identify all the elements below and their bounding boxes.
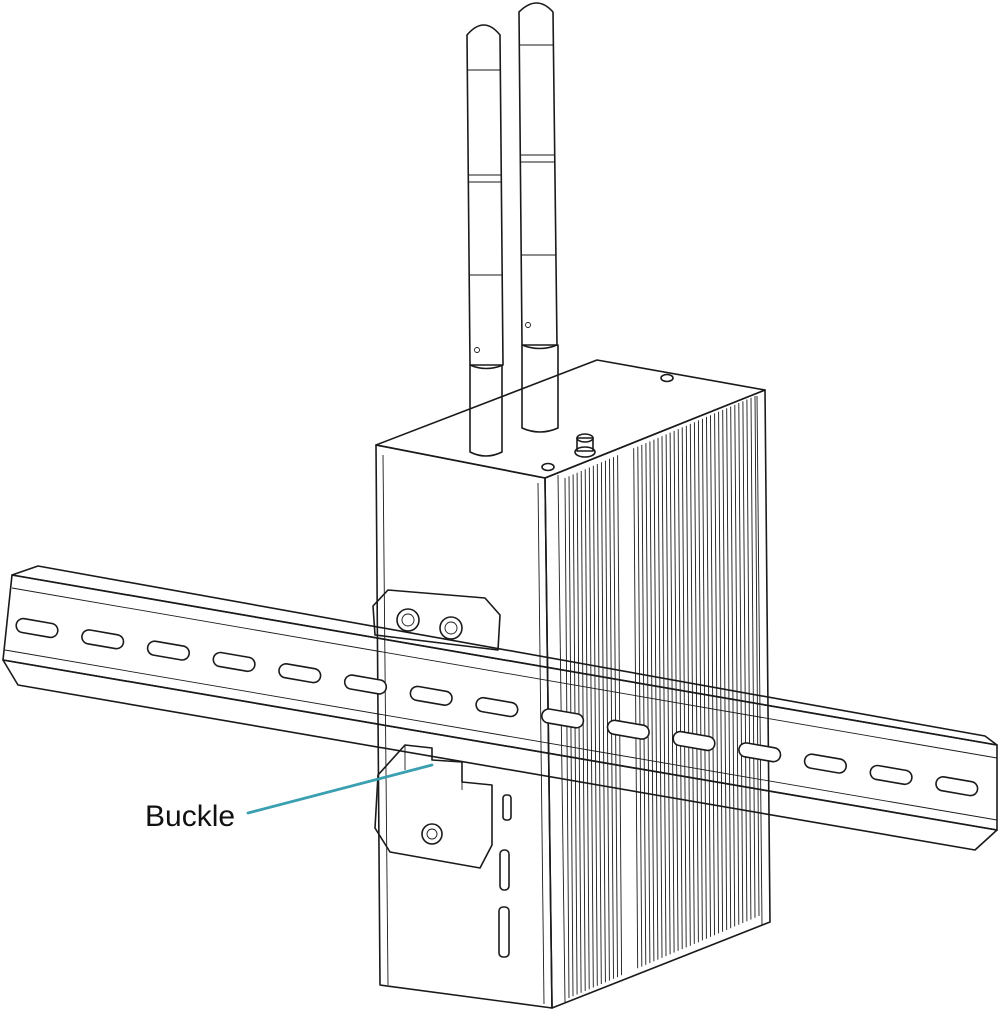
heatsink-fin xyxy=(653,439,659,960)
din-rail-buckle-upper xyxy=(372,589,501,651)
heatsink-fin xyxy=(693,422,699,943)
device-enclosure xyxy=(375,359,771,1009)
heatsink-fin xyxy=(754,395,760,917)
heatsink-fin xyxy=(665,434,671,955)
din-rail-slot xyxy=(869,764,913,786)
heatsink-fin xyxy=(701,418,707,939)
heatsink-fin xyxy=(734,404,740,925)
heatsink-fin xyxy=(697,420,703,941)
din-rail-slot xyxy=(278,663,322,684)
heatsink-fin xyxy=(592,465,598,986)
din-rail-slot xyxy=(672,730,716,752)
heatsink-fin xyxy=(714,413,720,934)
din-rail-slot xyxy=(935,776,979,797)
heatsink-fin xyxy=(657,437,663,958)
heatsink-fin xyxy=(637,446,643,967)
heatsink-fin xyxy=(584,469,590,990)
heatsink-fin xyxy=(722,409,728,931)
heatsink-fin xyxy=(576,472,582,993)
din-rail-buckle-icon xyxy=(374,744,493,869)
callout-leader-line xyxy=(246,763,434,815)
heatsink-fin xyxy=(673,430,679,951)
heatsink-fin xyxy=(738,402,744,924)
din-rail-slot xyxy=(343,674,388,695)
grounding-screw-icon xyxy=(574,433,596,458)
antenna-right xyxy=(518,2,559,433)
top-screw-icon xyxy=(660,373,674,383)
din-rail-slot xyxy=(738,742,782,763)
device-side-face xyxy=(544,389,771,1009)
din-rail-slot xyxy=(15,617,59,639)
heatsink-fin xyxy=(633,448,639,969)
buckle-callout: Buckle xyxy=(145,763,434,833)
heatsink-fin xyxy=(604,460,610,981)
front-led xyxy=(502,794,512,821)
heatsink-fin xyxy=(726,408,732,929)
din-rail-icon xyxy=(2,565,998,851)
heatsink-fin xyxy=(706,416,711,937)
heatsink-fin xyxy=(746,399,752,920)
din-rail-slot xyxy=(541,708,585,729)
heatsink-fin xyxy=(718,411,724,932)
heatsink-fin xyxy=(580,470,586,992)
heatsink-fin xyxy=(588,467,594,988)
din-rail-slot xyxy=(606,719,650,740)
top-screw-icon xyxy=(541,462,555,472)
device-front-face xyxy=(375,444,553,1009)
heatsink-fin xyxy=(677,429,683,950)
heatsink-fin xyxy=(685,425,691,946)
heatsink-fin xyxy=(596,463,602,985)
heatsink-fin xyxy=(564,477,570,999)
din-rail-slots xyxy=(15,617,979,797)
antenna-left xyxy=(466,24,504,457)
front-port xyxy=(498,906,510,958)
heatsink-fin xyxy=(649,441,655,962)
heatsink-fin xyxy=(617,455,623,976)
heatsink-fin xyxy=(600,462,606,983)
callout-label: Buckle xyxy=(145,800,235,833)
heatsink-fin xyxy=(710,415,715,936)
din-rail-slot xyxy=(803,753,847,774)
heatsink-fin xyxy=(641,444,647,965)
front-port xyxy=(499,849,510,891)
heatsink-fin xyxy=(681,427,687,948)
din-rail-slot xyxy=(409,685,453,706)
din-rail-slot xyxy=(212,651,256,673)
heatsink-fin xyxy=(661,436,667,957)
heatsink-fin xyxy=(572,474,578,995)
heatsink-fin xyxy=(669,432,675,953)
heatsink-fin xyxy=(613,457,618,978)
heatsink-fin xyxy=(568,476,574,997)
heatsink-fins-icon xyxy=(564,395,760,999)
din-rail-slot xyxy=(81,629,125,650)
heatsink-fin xyxy=(730,406,736,927)
heatsink-fin xyxy=(750,397,756,918)
din-rail-slot xyxy=(475,696,519,718)
din-rail-slot xyxy=(146,640,190,661)
heatsink-fin xyxy=(645,443,651,964)
heatsink-fin xyxy=(742,401,748,922)
heatsink-fin xyxy=(609,458,614,979)
